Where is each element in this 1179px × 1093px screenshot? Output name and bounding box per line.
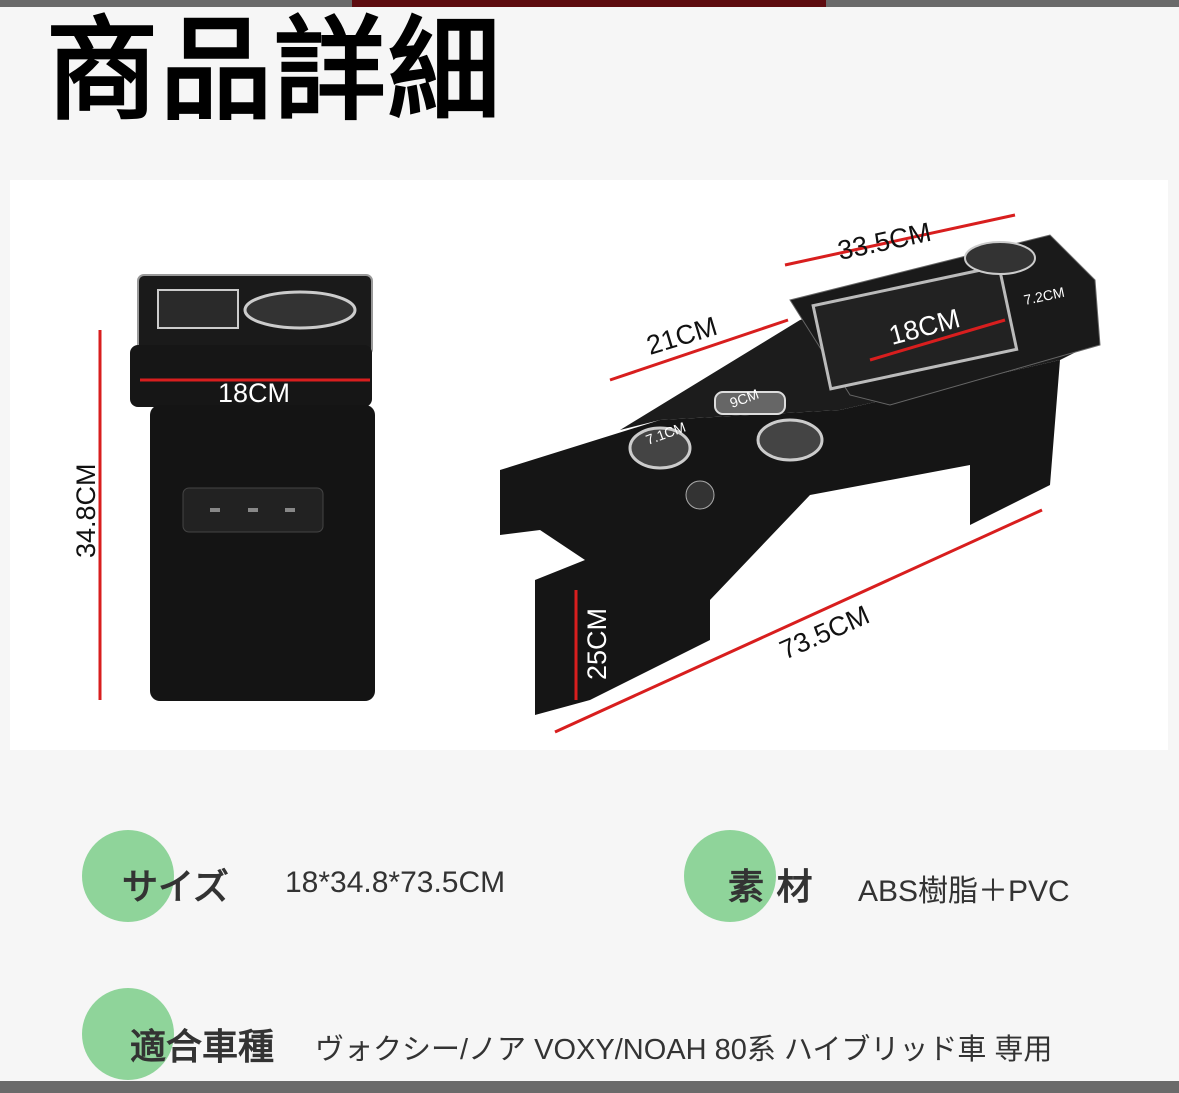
spec-label: 適合車種 xyxy=(130,1027,275,1068)
console-front-view xyxy=(130,274,375,701)
product-image-panel: 18CM 34.8CM 33.5CM 21CM 18CM 7.2CM 9CM 7… xyxy=(10,180,1168,750)
page-title: 商品詳細 xyxy=(46,6,502,136)
spec-circle xyxy=(684,830,776,922)
product-illustration: 18CM 34.8CM 33.5CM 21CM 18CM 7.2CM 9CM 7… xyxy=(71,213,1101,734)
dim-top-length: 33.5CM xyxy=(835,217,934,266)
bottom-bar xyxy=(0,1081,1179,1093)
spec-circle xyxy=(82,830,174,922)
spec-label: 素 材 xyxy=(728,867,813,908)
spec-value: ヴォクシー/ノア VOXY/NOAH 80系 ハイブリッド車 専用 xyxy=(315,1034,1053,1066)
top-bar xyxy=(0,0,1179,7)
dim-front-height: 34.8CM xyxy=(71,463,101,558)
top-bar-accent xyxy=(352,0,826,7)
spec-value: 18*34.8*73.5CM xyxy=(285,866,506,899)
dim-front-width: 18CM xyxy=(218,378,290,408)
dim-base-height: 25CM xyxy=(582,608,612,680)
console-side-view xyxy=(500,234,1101,715)
spec-circle xyxy=(82,988,174,1080)
spec-value: ABS樹脂＋PVC xyxy=(858,875,1070,908)
dim-tray-width: 21CM xyxy=(643,311,721,361)
spec-label: サイズ xyxy=(122,867,229,908)
